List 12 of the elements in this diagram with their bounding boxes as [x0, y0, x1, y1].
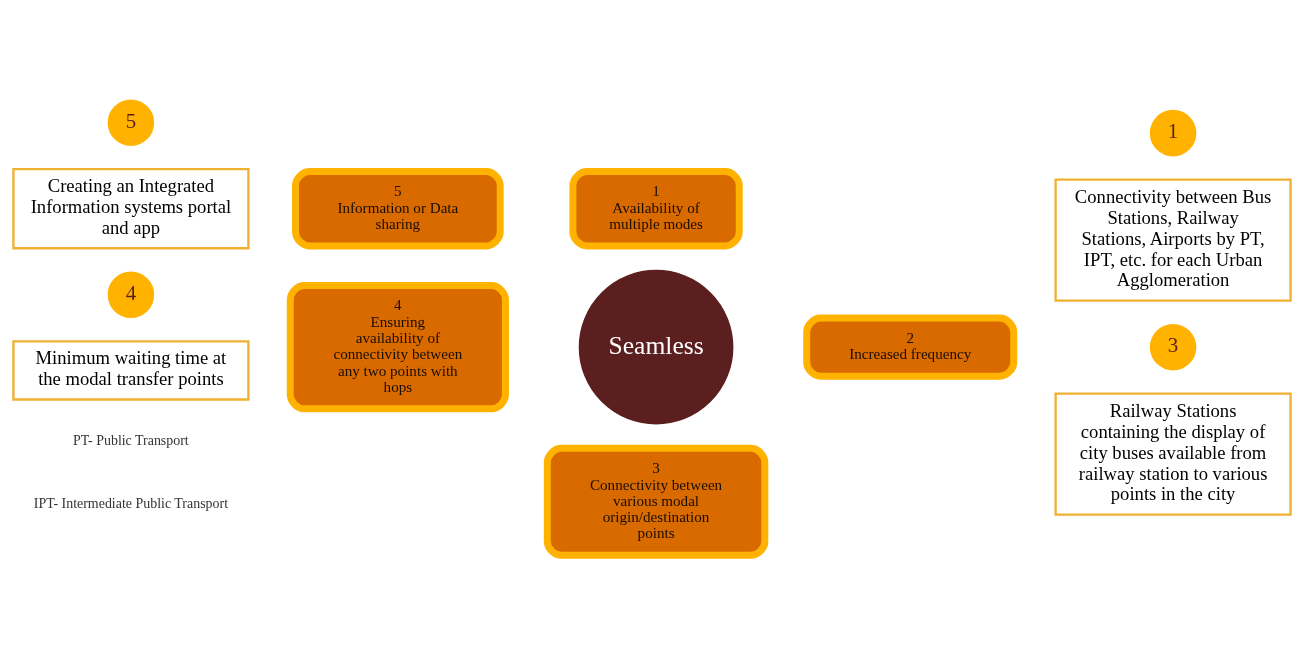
- node-box: 4 Ensuring availability of connectivity between any two points with hops: [286, 282, 509, 413]
- node-box: Minimum waiting time at the modal transfer points: [12, 340, 250, 401]
- label: IPT- Intermediate Public Transport: [33, 495, 229, 511]
- node-box: Creating an Integrated Information systems portal and app: [12, 168, 250, 250]
- node-box: Railway Stations containing the display of city buses available from railway station to various points in the city: [1054, 392, 1292, 516]
- node-box: 5 Information or Data sharing: [292, 168, 504, 250]
- node-box: 3 Connectivity between various modal origin/destination points: [543, 444, 769, 559]
- node-box: 2 Increased frequency: [803, 314, 1018, 380]
- node-circle: 1: [1146, 106, 1200, 160]
- node-box: Connectivity between Bus Stations, Railway Stations, Airports by PT, IPT, etc. for each Urban Agglomeration: [1054, 178, 1292, 302]
- node-box: 1 Availability of multiple modes: [569, 168, 743, 250]
- label: PT- Public Transport: [73, 432, 189, 448]
